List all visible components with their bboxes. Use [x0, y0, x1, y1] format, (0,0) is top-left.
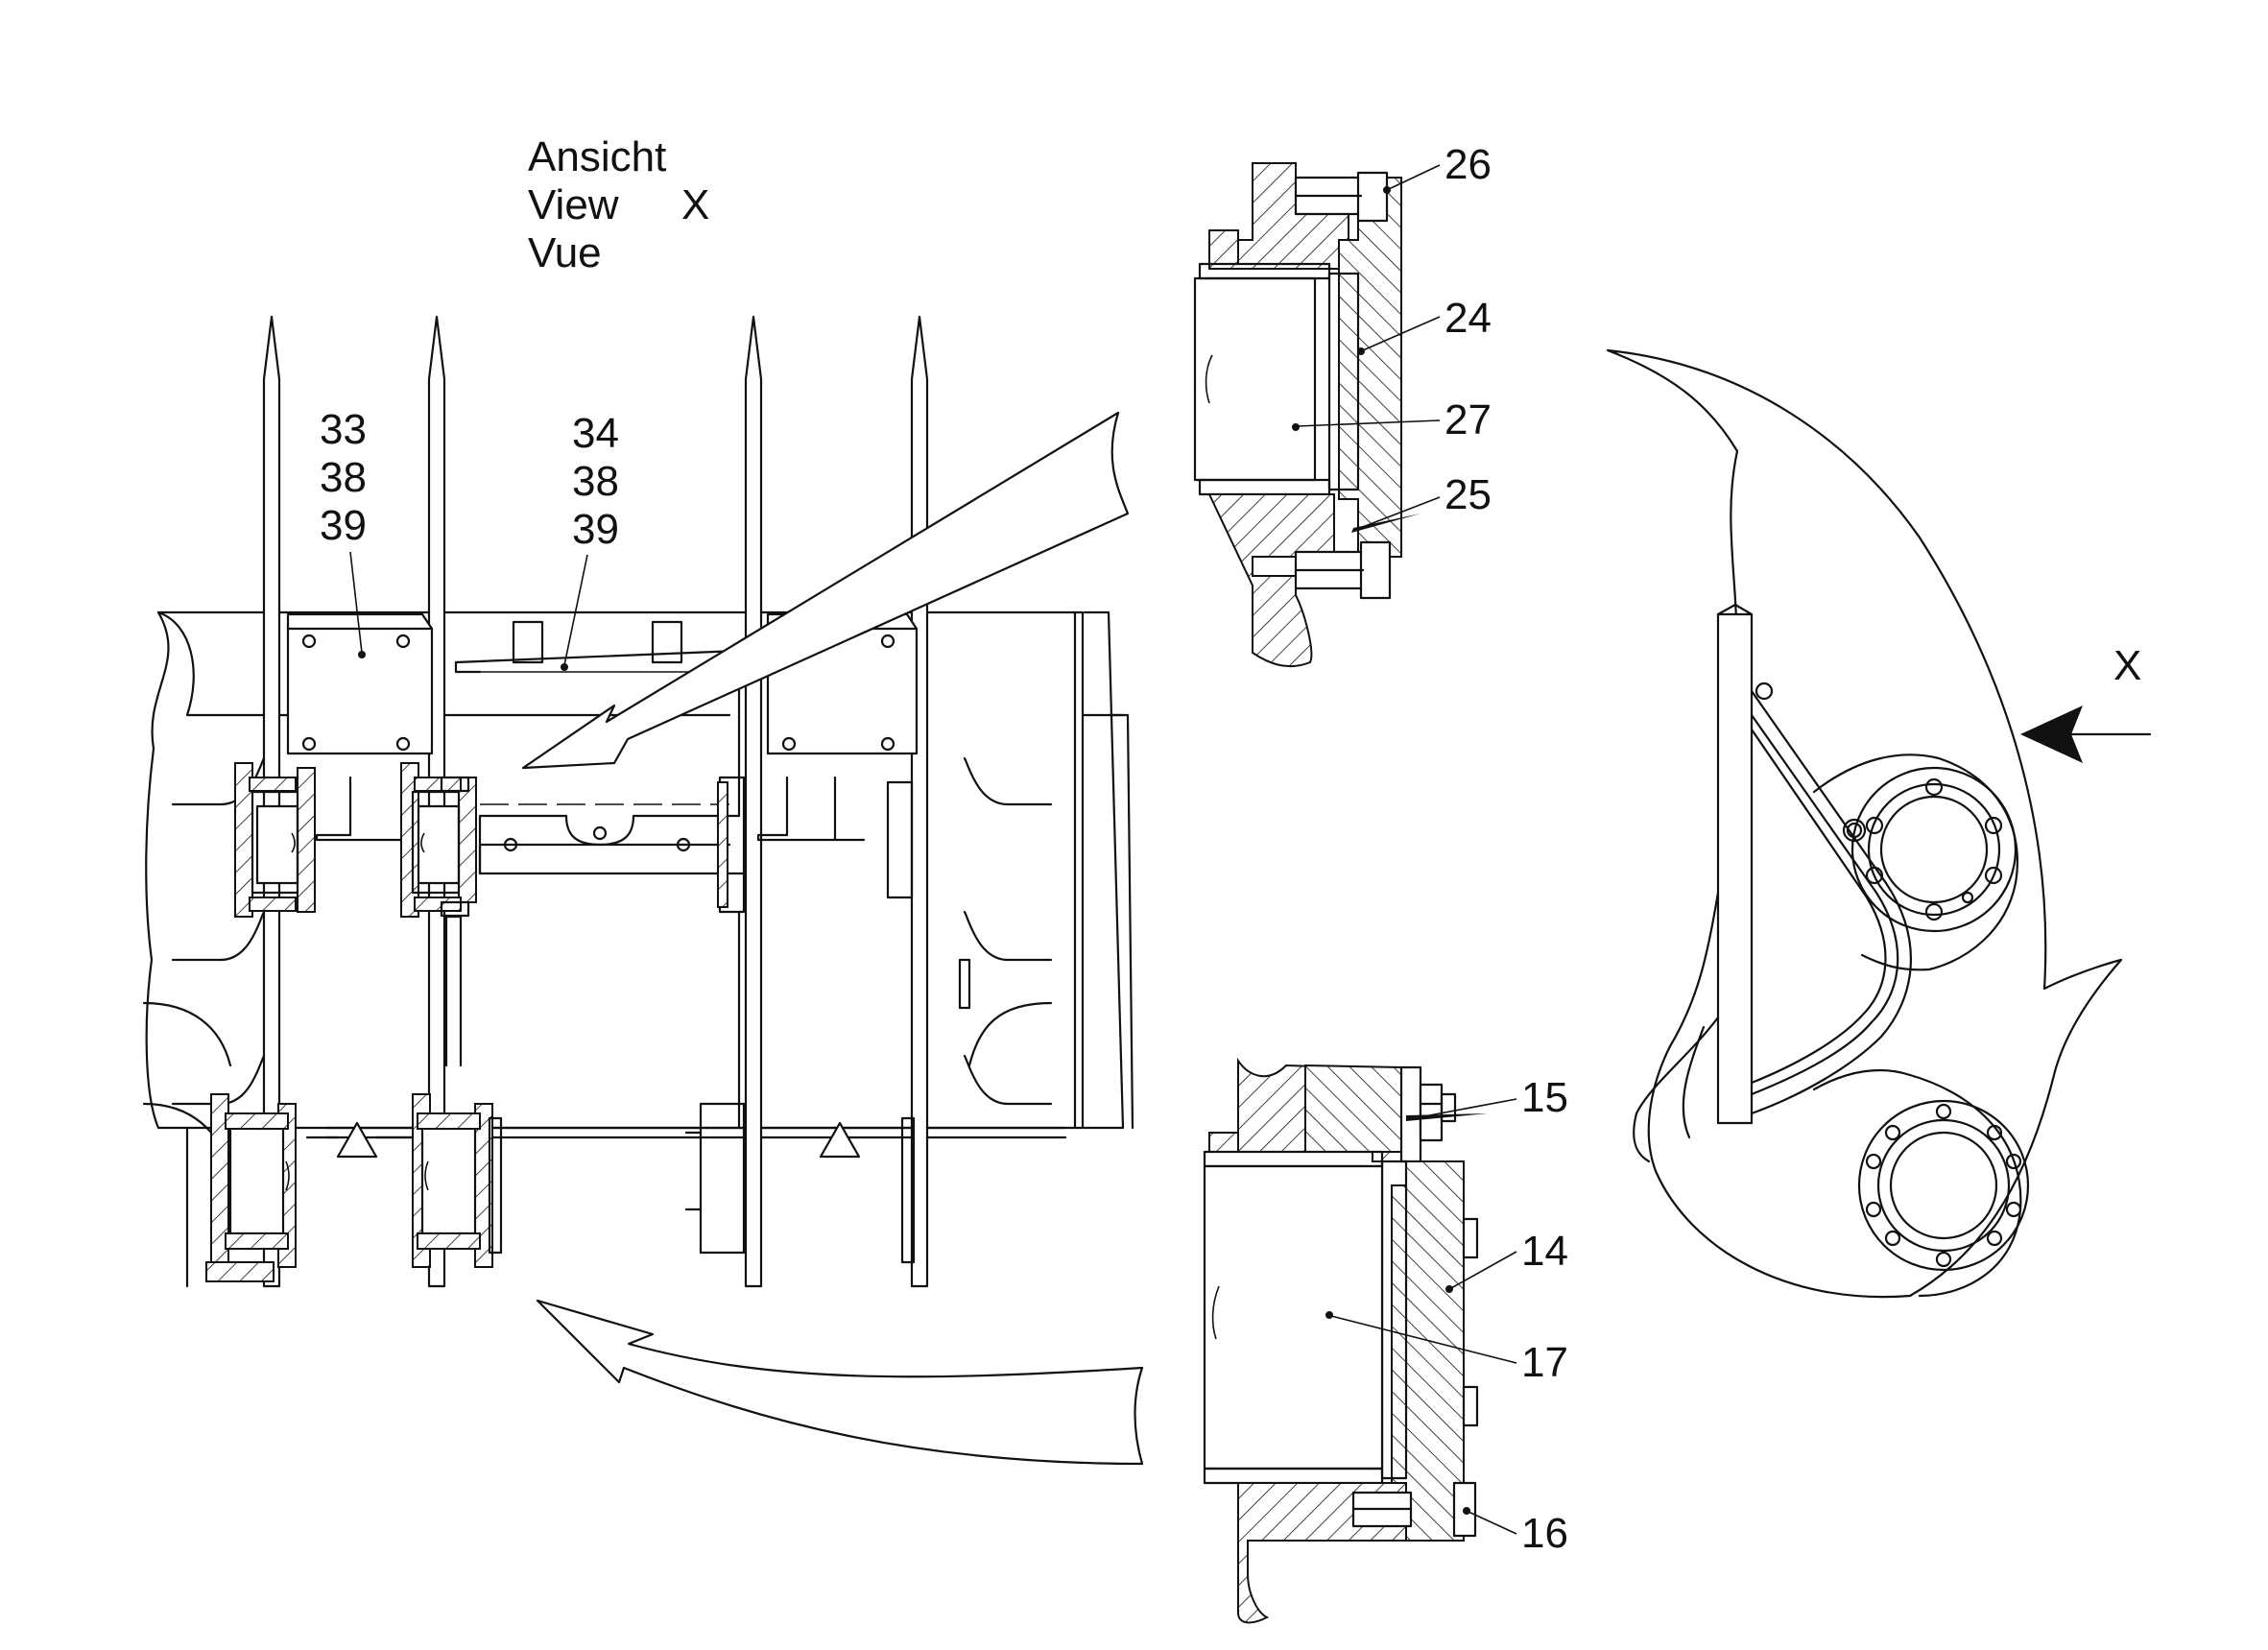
callout-14: 14	[1521, 1228, 1568, 1275]
callout-16: 16	[1521, 1510, 1568, 1557]
view-label: Ansicht View Vue X	[528, 133, 709, 276]
triangle-marker-1	[336, 1121, 378, 1159]
bushing-lower-1	[205, 1093, 297, 1282]
section-detail-lower	[1203, 1057, 1488, 1624]
callout-38-a: 38	[320, 454, 367, 501]
tine-2	[427, 315, 446, 1288]
lower-bushing-boss	[1812, 1068, 2030, 1298]
bushing-upper-4	[886, 780, 971, 1010]
callout-34: 34	[572, 410, 619, 457]
view-direction-arrow: X	[2020, 642, 2152, 763]
tine-3	[744, 315, 763, 1288]
view-label-line2: View	[528, 181, 619, 228]
triangle-marker-2	[819, 1121, 861, 1159]
view-label-line1: Ansicht	[528, 133, 666, 180]
direction-label: X	[2113, 642, 2141, 689]
callout-26: 26	[1444, 141, 1492, 188]
side-view: X	[1606, 348, 2152, 1299]
bushing-upper-2	[400, 762, 477, 918]
callout-15: 15	[1521, 1074, 1568, 1121]
bushing-lower-2	[412, 1093, 503, 1268]
callout-33: 33	[320, 406, 367, 453]
callout-39-a: 39	[320, 502, 367, 549]
front-view	[142, 315, 1144, 1466]
detail-leader-arrow-upper	[521, 411, 1130, 770]
callout-38-b: 38	[572, 458, 619, 505]
detail-leader-arrow-lower	[536, 1299, 1144, 1466]
callout-17: 17	[1521, 1339, 1568, 1386]
callout-25: 25	[1444, 471, 1492, 518]
upper-bushing-boss	[1812, 753, 2018, 971]
tine-1	[262, 315, 281, 1288]
callouts: 33 38 39 34 38 39 26 24 27 25 15 14 17 1…	[320, 141, 1568, 1557]
bushing-upper-1	[234, 762, 316, 918]
bushing-lower-3	[684, 1102, 746, 1255]
callout-24: 24	[1444, 295, 1492, 342]
view-label-line3: Vue	[528, 229, 602, 276]
callout-27: 27	[1444, 396, 1492, 443]
bushing-upper-3	[717, 776, 746, 914]
bushing-lower-4	[900, 1116, 916, 1264]
view-label-letter: X	[681, 181, 709, 228]
section-detail-upper	[1193, 162, 1420, 668]
callout-39-b: 39	[572, 506, 619, 553]
